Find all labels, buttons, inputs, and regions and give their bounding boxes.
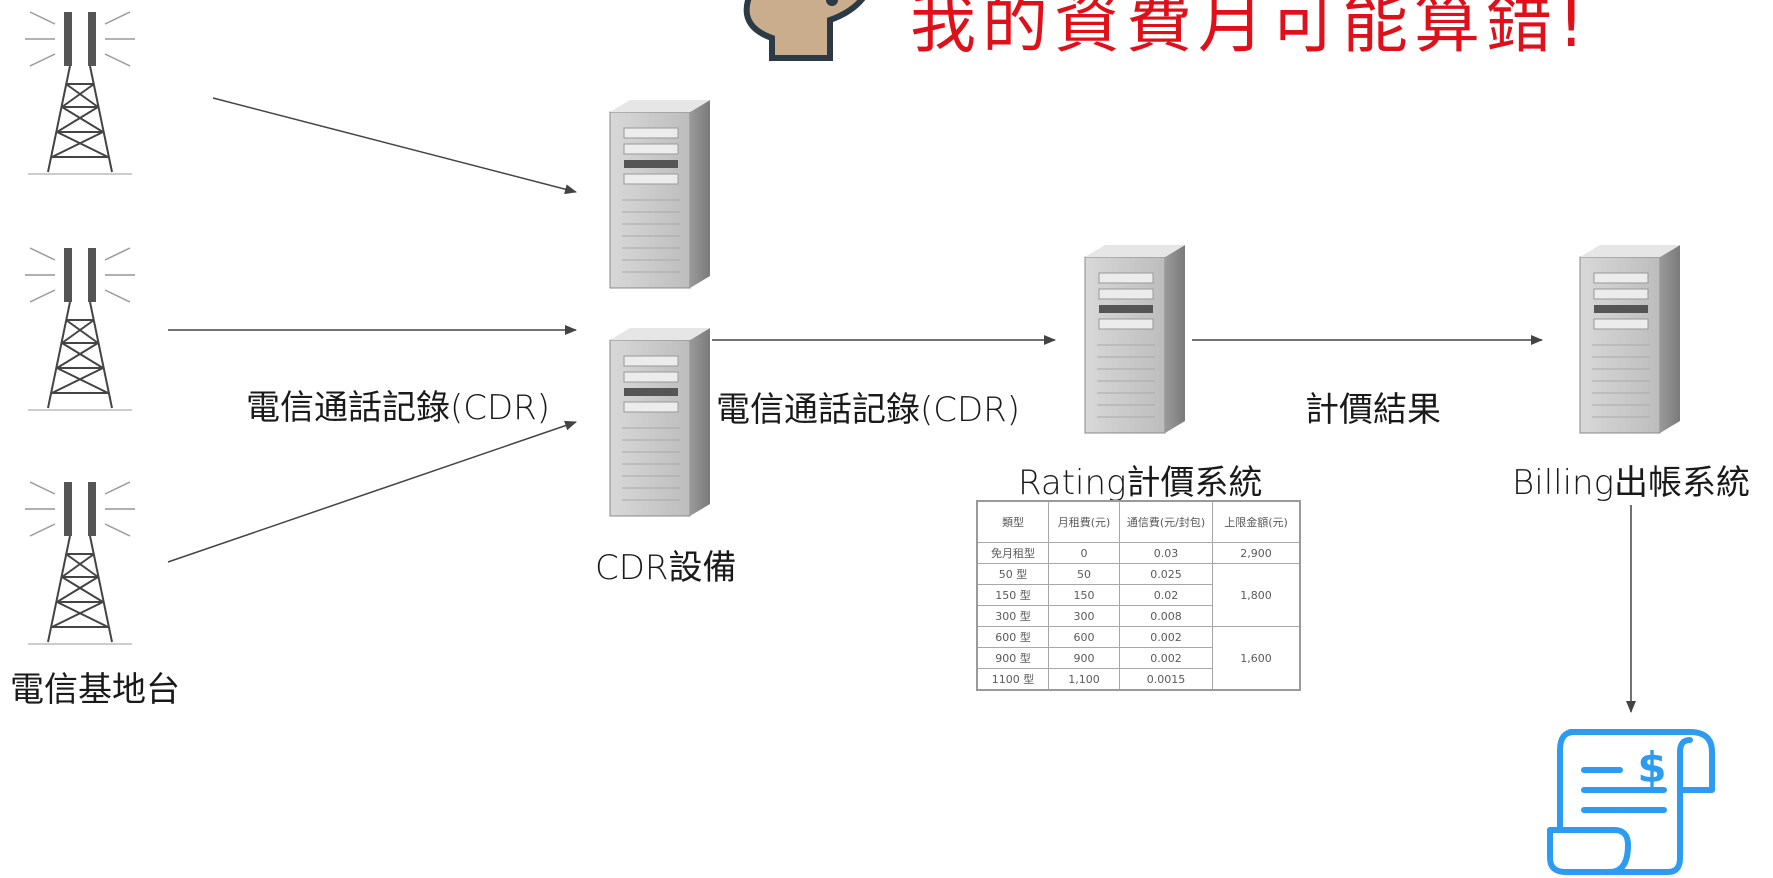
rate-table: 類型 月租費(元) 通信費(元/封包) 上限金額(元) 免月租型 0 0.03 … xyxy=(976,500,1301,691)
rating-system-label: Rating計價系統 xyxy=(1018,463,1263,503)
table-cell: 免月租型 xyxy=(976,542,1049,564)
table-cell: 0.008 xyxy=(1119,605,1213,627)
table-cell: 0.02 xyxy=(1119,584,1213,606)
base-station-tower-icon xyxy=(24,481,136,645)
table-header-row: 類型 月租費(元) 通信費(元/封包) 上限金額(元) xyxy=(976,500,1301,543)
table-cell: 600 xyxy=(1048,626,1120,648)
rating-server-icon xyxy=(1084,244,1186,434)
table-cell: 900 型 xyxy=(976,647,1049,669)
table-header: 通信費(元/封包) xyxy=(1119,500,1213,543)
cdr-device-label: CDR設備 xyxy=(595,548,737,588)
page-title: 我的資費月可能算錯! xyxy=(910,0,1591,62)
table-cell: 50 xyxy=(1048,563,1120,585)
arrow-tower1-to-cdr xyxy=(212,97,577,195)
table-row: 900 型 900 0.002 xyxy=(976,647,1300,669)
table-cell: 0.0015 xyxy=(1119,668,1213,691)
cdr-server-icon xyxy=(609,327,711,517)
table-row: 300 型 300 0.008 xyxy=(976,605,1300,627)
person-icon xyxy=(743,0,866,61)
table-cell: 150 型 xyxy=(976,584,1049,606)
rating-result-label: 計價結果 xyxy=(1305,390,1441,430)
table-cell: 0 xyxy=(1048,542,1120,564)
billing-server-icon xyxy=(1579,244,1681,434)
table-cell: 50 型 xyxy=(976,563,1049,585)
table-row: 1100 型 1,100 0.0015 xyxy=(976,668,1300,691)
base-station-label: 電信基地台 xyxy=(10,670,180,710)
table-cell: 0.002 xyxy=(1119,626,1213,648)
table-cell: 300 型 xyxy=(976,605,1049,627)
receipt-icon xyxy=(1547,729,1715,875)
base-station-tower-icon xyxy=(24,247,136,411)
table-cell: 1,100 xyxy=(1048,668,1120,691)
receipt-dollar-sign: $ xyxy=(1637,743,1666,792)
table-row: 600 型 600 0.002 1,600 xyxy=(976,626,1301,691)
table-cell: 150 xyxy=(1048,584,1120,606)
table-header: 類型 xyxy=(976,500,1049,543)
table-cell: 0.002 xyxy=(1119,647,1213,669)
table-cell-cap: 1,800 xyxy=(1212,563,1301,627)
table-cell-cap: 1,600 xyxy=(1212,626,1301,691)
cdr-label-left: 電信通話記錄(CDR) xyxy=(246,388,551,428)
table-cell: 0.025 xyxy=(1119,563,1213,585)
table-cell: 1100 型 xyxy=(976,668,1049,691)
table-cell: 0.03 xyxy=(1119,542,1213,564)
table-row: 免月租型 0 0.03 2,900 xyxy=(976,542,1301,564)
billing-system-label: Billing出帳系統 xyxy=(1512,463,1750,503)
table-cell: 900 xyxy=(1048,647,1120,669)
table-header: 上限金額(元) xyxy=(1212,500,1301,543)
cdr-label-right: 電信通話記錄(CDR) xyxy=(716,390,1021,430)
table-header: 月租費(元) xyxy=(1048,500,1120,543)
cdr-server-icon xyxy=(609,99,711,289)
arrow-tower3-to-cdr xyxy=(167,420,577,563)
table-cell: 600 型 xyxy=(976,626,1049,648)
table-cell: 300 xyxy=(1048,605,1120,627)
table-row: 50 型 50 0.025 1,800 xyxy=(976,563,1301,627)
table-cell-cap: 2,900 xyxy=(1212,542,1301,564)
base-station-tower-icon xyxy=(24,11,136,175)
